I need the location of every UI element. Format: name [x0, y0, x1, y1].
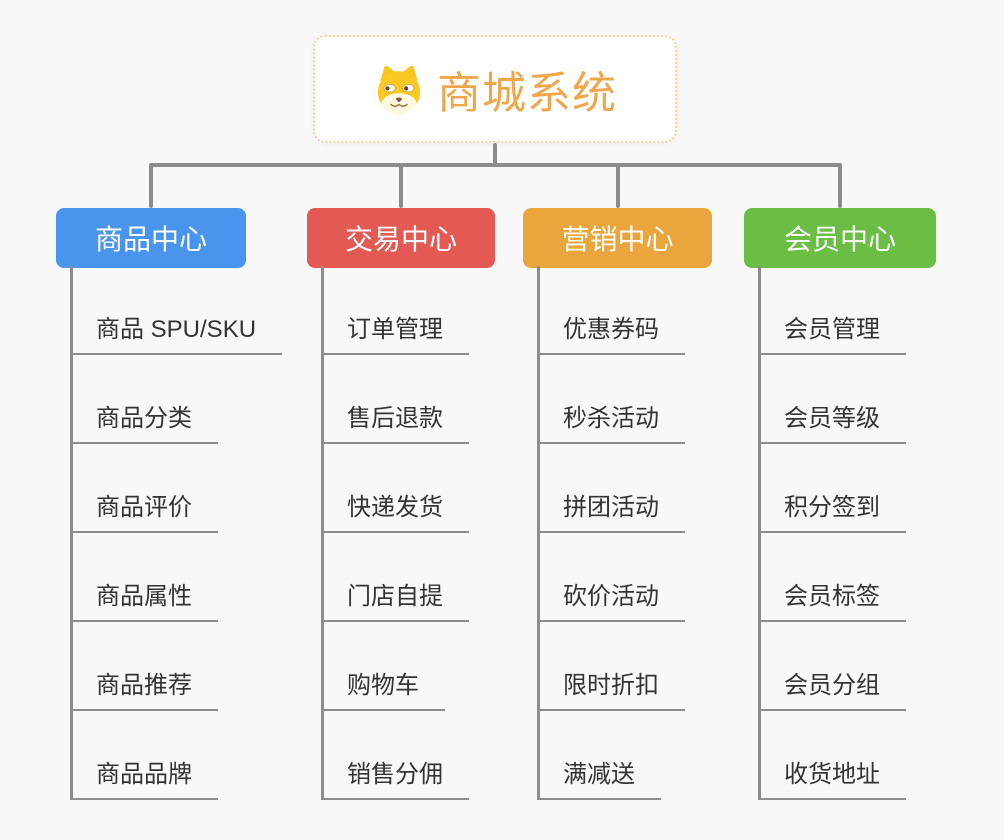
branch-item-label: 满减送 [563, 761, 635, 788]
branch-item[interactable]: 会员管理 [758, 267, 906, 355]
branch-item-label: 限时折扣 [563, 672, 659, 699]
branch-item-label: 会员等级 [784, 405, 880, 432]
branch-item[interactable]: 拼团活动 [537, 444, 685, 533]
branch-item[interactable]: 门店自提 [321, 533, 469, 622]
branch-item[interactable]: 商品推荐 [70, 622, 218, 711]
branch-node-marketing-center[interactable]: 营销中心 [523, 208, 712, 268]
branch-item[interactable]: 商品评价 [70, 444, 218, 533]
branch-item-label: 会员分组 [784, 672, 880, 699]
branch-item-label: 快递发货 [347, 494, 443, 521]
branch-item[interactable]: 会员等级 [758, 355, 906, 444]
branch-item[interactable]: 会员标签 [758, 533, 906, 622]
branch-spine-marketing-center [537, 266, 540, 800]
branch-spine-product-center [70, 266, 73, 800]
branch-item-label: 会员管理 [784, 316, 880, 343]
branch-item[interactable]: 收货地址 [758, 711, 906, 800]
branch-item-label: 购物车 [347, 672, 419, 699]
branch-spine-member-center [758, 266, 761, 800]
branch-item-label: 商品品牌 [96, 761, 192, 788]
doge-icon [373, 63, 425, 115]
branch-items-member-center: 会员管理 会员等级 积分签到 会员标签 会员分组 收货地址 [758, 267, 906, 800]
branch-item-label: 拼团活动 [563, 494, 659, 521]
branch-node-product-center[interactable]: 商品中心 [56, 208, 246, 268]
branch-node-trade-center[interactable]: 交易中心 [307, 208, 495, 268]
branch-item[interactable]: 商品分类 [70, 355, 218, 444]
branch-item-label: 门店自提 [347, 583, 443, 610]
branch-item[interactable]: 商品品牌 [70, 711, 218, 800]
branch-item[interactable]: 秒杀活动 [537, 355, 685, 444]
branch-item-label: 秒杀活动 [563, 405, 659, 432]
branch-item-label: 销售分佣 [347, 761, 443, 788]
branch-item-label: 会员标签 [784, 583, 880, 610]
branch-node-member-center[interactable]: 会员中心 [744, 208, 936, 268]
branch-items-trade-center: 订单管理 售后退款 快递发货 门店自提 购物车 销售分佣 [321, 267, 469, 800]
branch-item-label: 商品推荐 [96, 672, 192, 699]
branch-item[interactable]: 销售分佣 [321, 711, 469, 800]
branch-item[interactable]: 会员分组 [758, 622, 906, 711]
branch-item[interactable]: 积分签到 [758, 444, 906, 533]
connector-drop-1 [399, 165, 403, 208]
branch-item[interactable]: 订单管理 [321, 267, 469, 355]
branch-label: 商品中心 [94, 224, 207, 255]
connector-drop-2 [615, 165, 620, 208]
branch-item-label: 商品分类 [96, 405, 192, 432]
branch-item-label: 商品 SPU/SKU [96, 316, 257, 343]
branch-label: 交易中心 [344, 224, 457, 255]
branch-item[interactable]: 满减送 [537, 711, 661, 800]
root-node[interactable]: 商城系统 [313, 35, 677, 143]
branch-item[interactable]: 限时折扣 [537, 622, 685, 711]
branch-items-marketing-center: 优惠券码 秒杀活动 拼团活动 砍价活动 限时折扣 满减送 [537, 267, 685, 800]
branch-item-label: 积分签到 [784, 494, 880, 521]
root-title: 商城系统 [437, 69, 617, 118]
branch-spine-trade-center [321, 266, 324, 800]
branch-item-label: 砍价活动 [563, 583, 659, 610]
connector-drop-0 [149, 165, 153, 208]
branch-item-label: 商品属性 [96, 583, 192, 610]
connector-hbar [149, 163, 842, 167]
branch-item[interactable]: 售后退款 [321, 355, 469, 444]
branch-item-label: 商品评价 [96, 494, 192, 521]
branch-item[interactable]: 购物车 [321, 622, 445, 711]
branch-items-product-center: 商品 SPU/SKU 商品分类 商品评价 商品属性 商品推荐 商品品牌 [70, 267, 283, 800]
branch-item[interactable]: 快递发货 [321, 444, 469, 533]
branch-item-label: 订单管理 [347, 316, 443, 343]
branch-label: 营销中心 [561, 224, 674, 255]
branch-item[interactable]: 砍价活动 [537, 533, 685, 622]
branch-label: 会员中心 [783, 224, 896, 255]
branch-item-label: 售后退款 [347, 405, 443, 432]
branch-item-label: 收货地址 [784, 761, 880, 788]
connector-drop-3 [838, 165, 842, 208]
branch-item-label: 优惠券码 [563, 316, 659, 343]
connector-root-stub [493, 143, 497, 167]
branch-item[interactable]: 商品 SPU/SKU [70, 267, 283, 355]
branch-item[interactable]: 商品属性 [70, 533, 218, 622]
branch-item[interactable]: 优惠券码 [537, 267, 685, 355]
